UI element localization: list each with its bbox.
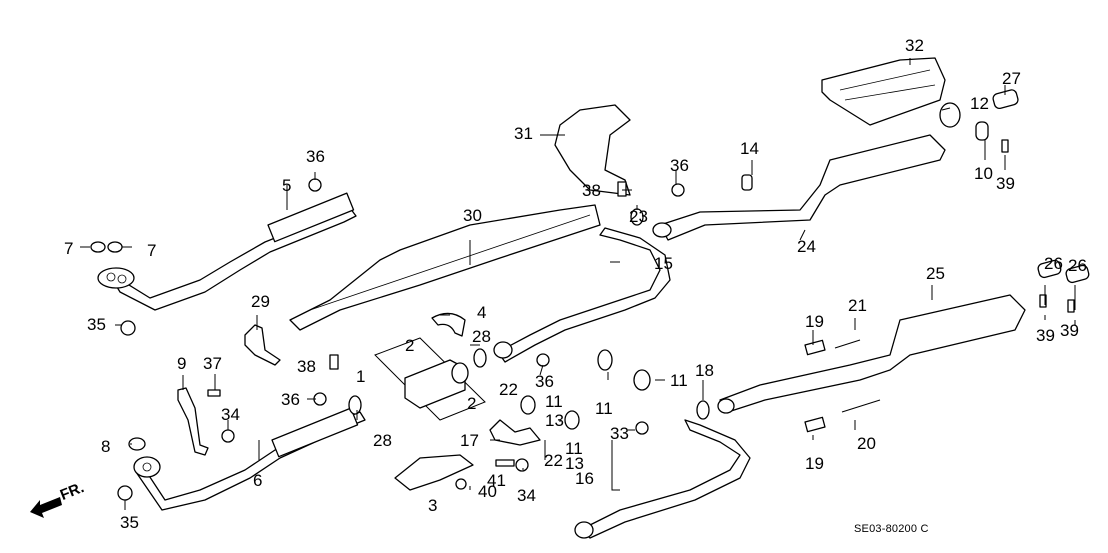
callout-16[interactable]: 16 xyxy=(575,469,594,488)
callout-7a[interactable]: 7 xyxy=(64,239,74,258)
callout-39c[interactable]: 39 xyxy=(1060,321,1079,340)
callout-40[interactable]: 40 xyxy=(478,482,497,501)
callout-6[interactable]: 6 xyxy=(253,471,263,490)
callout-36a[interactable]: 36 xyxy=(306,147,325,166)
callout-17[interactable]: 17 xyxy=(460,431,479,450)
callout-19b[interactable]: 19 xyxy=(805,454,824,473)
rear-muffler-lower[interactable] xyxy=(717,294,1026,414)
callout-21[interactable]: 21 xyxy=(848,296,867,315)
callout-14[interactable]: 14 xyxy=(740,139,759,158)
callout-8[interactable]: 8 xyxy=(101,437,111,456)
callout-5[interactable]: 5 xyxy=(282,176,292,195)
callout-23[interactable]: 23 xyxy=(629,207,648,226)
callout-28b[interactable]: 28 xyxy=(373,431,392,450)
heat-shield-rear[interactable] xyxy=(821,57,946,126)
callout-37[interactable]: 37 xyxy=(203,354,222,373)
leader-lines xyxy=(80,58,1076,510)
center-pipe-lower[interactable] xyxy=(574,419,751,539)
callout-12[interactable]: 12 xyxy=(970,94,989,113)
callout-11b[interactable]: 11 xyxy=(565,439,583,458)
callout-20[interactable]: 20 xyxy=(857,434,876,453)
callout-36d[interactable]: 36 xyxy=(670,156,689,175)
rear-muffler-upper[interactable] xyxy=(652,134,946,241)
gaskets[interactable] xyxy=(90,208,710,451)
callout-41[interactable]: 41 xyxy=(487,471,506,490)
center-pipe-upper[interactable] xyxy=(493,227,671,363)
diagram-code-number: SE03-80200 xyxy=(854,523,918,535)
front-pipe-lower[interactable] xyxy=(133,407,366,511)
front-pipe-upper[interactable] xyxy=(97,192,357,311)
callout-36b[interactable]: 36 xyxy=(281,390,300,409)
bracket-9[interactable] xyxy=(177,387,209,456)
nuts[interactable] xyxy=(117,178,685,501)
callout-30[interactable]: 30 xyxy=(463,206,482,225)
callout-24[interactable]: 24 xyxy=(797,237,816,256)
callout-7b[interactable]: 7 xyxy=(147,241,157,260)
callout-22b[interactable]: 22 xyxy=(544,451,563,470)
callout-10[interactable]: 10 xyxy=(974,164,993,183)
bracket-17[interactable] xyxy=(489,419,541,446)
callout-39b[interactable]: 39 xyxy=(1036,326,1055,345)
catalytic-converter[interactable] xyxy=(374,337,486,421)
callout-35b[interactable]: 35 xyxy=(120,513,139,532)
callout-29[interactable]: 29 xyxy=(251,292,270,311)
springs-bolts[interactable] xyxy=(207,139,1075,467)
callout-2a[interactable]: 2 xyxy=(405,336,415,355)
front-direction-arrow xyxy=(30,497,62,518)
callout-22a[interactable]: 22 xyxy=(499,380,518,399)
heat-shield-upper[interactable] xyxy=(554,104,631,196)
heat-shield-small[interactable] xyxy=(394,454,474,491)
callout-2b[interactable]: 2 xyxy=(467,394,477,413)
hangers[interactable] xyxy=(520,102,989,430)
callout-4[interactable]: 4 xyxy=(477,303,487,322)
callout-28a[interactable]: 28 xyxy=(472,327,491,346)
callout-13b[interactable]: 13 xyxy=(565,454,584,473)
callout-38b[interactable]: 38 xyxy=(582,181,601,200)
callout-13a[interactable]: 13 xyxy=(545,411,564,430)
diagram-code-suffix: C xyxy=(920,523,929,535)
callout-31[interactable]: 31 xyxy=(514,124,533,143)
callout-34a[interactable]: 34 xyxy=(221,405,240,424)
callout-11a[interactable]: 11 xyxy=(545,392,563,411)
callout-39a[interactable]: 39 xyxy=(996,174,1015,193)
callout-18[interactable]: 18 xyxy=(695,361,714,380)
callout-9[interactable]: 9 xyxy=(177,354,187,373)
callout-32[interactable]: 32 xyxy=(905,36,924,55)
callout-19a[interactable]: 19 xyxy=(805,312,824,331)
callout-15[interactable]: 15 xyxy=(654,254,673,273)
diagram-code: SE03-80200 C xyxy=(854,523,929,535)
callout-11d[interactable]: 11 xyxy=(670,371,688,390)
heat-shield-large[interactable] xyxy=(289,204,601,331)
callout-33[interactable]: 33 xyxy=(610,424,629,443)
callout-27[interactable]: 27 xyxy=(1002,69,1021,88)
callout-26a[interactable]: 26 xyxy=(1044,254,1063,273)
callout-38a[interactable]: 38 xyxy=(297,357,316,376)
clamp-4[interactable] xyxy=(431,312,466,337)
callout-36c[interactable]: 36 xyxy=(535,372,554,391)
callout-35a[interactable]: 35 xyxy=(87,315,106,334)
callout-25[interactable]: 25 xyxy=(926,264,945,283)
callout-34b[interactable]: 34 xyxy=(517,486,536,505)
tail-pipe-tips[interactable] xyxy=(992,89,1090,284)
callout-26b[interactable]: 26 xyxy=(1068,256,1087,275)
callout-1[interactable]: 1 xyxy=(356,367,366,386)
callout-3[interactable]: 3 xyxy=(428,496,438,515)
callout-11c[interactable]: 11 xyxy=(595,399,613,418)
bracket-29[interactable] xyxy=(244,324,281,366)
